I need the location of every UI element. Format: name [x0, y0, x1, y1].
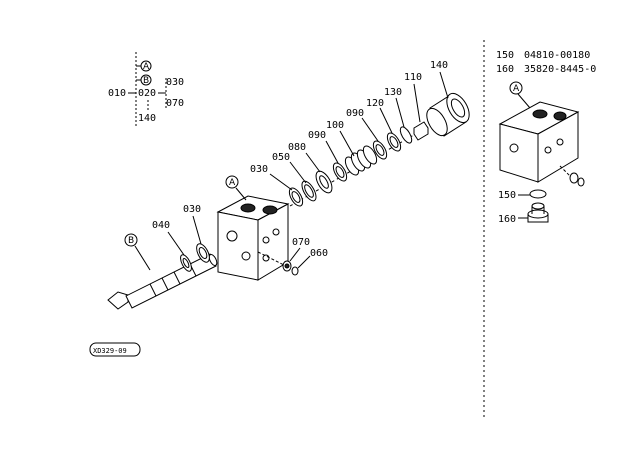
- valve-body: [216, 195, 290, 281]
- ring-080: [315, 170, 333, 194]
- inset-oring: [577, 177, 585, 187]
- callout-100: 100: [326, 120, 344, 131]
- tree-bottom-140: 140: [138, 113, 156, 124]
- figure-id-badge: XD329-09: [89, 342, 141, 357]
- plug-070: [282, 260, 292, 272]
- oring-060: [291, 266, 299, 276]
- callout-060: 060: [310, 248, 328, 259]
- inset-callout-150: 150: [498, 190, 516, 201]
- inset-parts-table: 150 04810-00180 160 35820-8445-0: [496, 50, 596, 75]
- cap-140: [426, 92, 470, 137]
- callout-080: 080: [288, 142, 306, 153]
- callout-110: 110: [404, 72, 422, 83]
- ring-040: [180, 254, 192, 272]
- ring-090a: [372, 140, 388, 160]
- callout-090a: 090: [346, 108, 364, 119]
- legend-tree: 010 A B 020 030 070 140: [108, 52, 184, 128]
- tree-root-010: 010: [108, 88, 126, 99]
- inset-ref-150: 150: [496, 50, 514, 61]
- ring-030a: [288, 187, 304, 207]
- inset-ref-160: 160: [496, 64, 514, 75]
- inset-partno-150: 04810-00180: [524, 50, 590, 61]
- callout-040: 040: [152, 220, 170, 231]
- callout-070: 070: [292, 237, 310, 248]
- inset-plug: [569, 172, 579, 184]
- inset-marker-a: A: [513, 84, 520, 94]
- tree-mid-020: 020: [138, 88, 156, 99]
- nut-110: [413, 121, 429, 141]
- figure-id: XD329-09: [93, 347, 127, 355]
- tree-marker-b: B: [143, 76, 149, 86]
- inset-partno-160: 35820-8445-0: [524, 64, 596, 75]
- callout-030a: 030: [250, 164, 268, 175]
- spool-marker-b-circle: [124, 233, 138, 247]
- tree-branch-070: 070: [166, 98, 184, 109]
- inset-oring-150: [529, 189, 547, 199]
- inset-marker-a-circle: [509, 81, 523, 95]
- callout-090b: 090: [308, 130, 326, 141]
- ring-050: [301, 180, 317, 202]
- callout-130: 130: [384, 87, 402, 98]
- spool-part: [107, 253, 218, 310]
- ring-030b: [196, 243, 210, 263]
- inset-plug-160: [527, 202, 549, 223]
- callout-120: 120: [366, 98, 384, 109]
- spool-marker-b: B: [128, 236, 134, 246]
- tree-marker-a: A: [143, 62, 150, 72]
- inset-valve-body: [498, 101, 580, 183]
- callout-140: 140: [430, 60, 448, 71]
- callout-030b: 030: [183, 204, 201, 215]
- ring-120: [386, 132, 402, 152]
- body-marker-a-circle: [225, 175, 239, 189]
- ring-130: [399, 126, 413, 144]
- inset-callout-160: 160: [498, 214, 516, 225]
- tree-branch-030: 030: [166, 77, 184, 88]
- body-marker-a: A: [229, 178, 236, 188]
- ring-090b: [332, 162, 348, 182]
- callout-050: 050: [272, 152, 290, 163]
- spring-100: [344, 145, 378, 176]
